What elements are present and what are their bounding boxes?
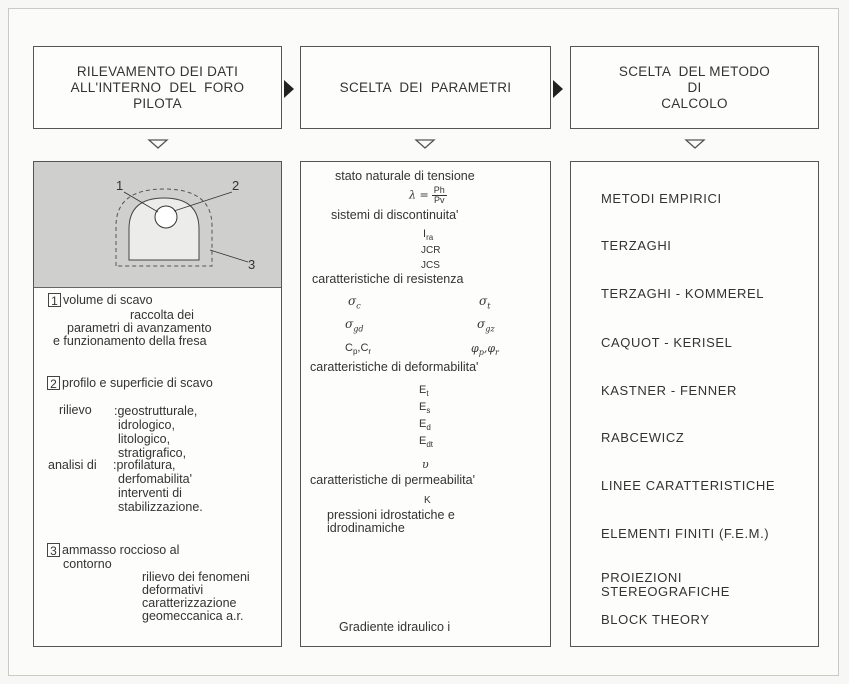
method-item: TERZAGHI - KOMMEREL bbox=[601, 286, 765, 301]
ira-param: Ira bbox=[423, 228, 434, 243]
jcs-param: JCS bbox=[421, 260, 440, 271]
phi-p-phi-r: φp,φr bbox=[471, 342, 499, 358]
down-arrow-icon bbox=[414, 139, 436, 149]
gradient-heading: Gradiente idraulico i bbox=[339, 620, 451, 634]
rilievo-item: idrologico, bbox=[118, 418, 175, 432]
method-item: PROIEZIONI bbox=[601, 570, 683, 585]
callout-2: 2 bbox=[232, 178, 240, 193]
section-3-line: caratterizzazione bbox=[142, 596, 237, 610]
header-line: SCELTA DEL METODO bbox=[618, 63, 771, 79]
jcr-param: JCR bbox=[421, 245, 441, 256]
analisi-label: analisi di bbox=[48, 458, 97, 472]
section-1-line: raccolta dei bbox=[130, 308, 194, 322]
tension-heading: stato naturale di tensione bbox=[335, 169, 475, 183]
right-content-box: METODI EMPIRICI TERZAGHI TERZAGHI - KOMM… bbox=[570, 161, 819, 647]
lambda-formula: λ = Ph Pv bbox=[409, 185, 447, 205]
pilot-tunnel-figure: 1 2 3 bbox=[34, 162, 281, 288]
poisson-param: υ bbox=[422, 458, 429, 471]
rilievo-item: litologico, bbox=[118, 432, 171, 446]
sigma-gz: σgz bbox=[477, 317, 495, 334]
header-line: CALCOLO bbox=[661, 95, 728, 111]
e-param: Ed bbox=[419, 418, 431, 433]
header-box-calc-method: SCELTA DEL METODO DI CALCOLO bbox=[570, 46, 819, 129]
section-1-line: e funzionamento della fresa bbox=[53, 334, 207, 348]
method-item: LINEE CARATTERISTICHE bbox=[601, 478, 776, 493]
header-line: DI bbox=[687, 79, 702, 95]
rilievo-label: rilievo bbox=[59, 403, 92, 417]
header-line: ALL'INTERNO DEL FORO bbox=[70, 79, 245, 95]
pilot-hole bbox=[154, 205, 178, 229]
excavation-profile bbox=[128, 197, 200, 261]
rilievo-item: :geostrutturale, bbox=[114, 404, 198, 418]
rilievo-item: stratigrafico, bbox=[118, 446, 187, 460]
sigma-t: σt bbox=[479, 294, 491, 311]
analisi-item: :profilatura, bbox=[113, 458, 176, 472]
analisi-item: derfomabilita' bbox=[118, 472, 192, 486]
method-item: ELEMENTI FINITI (F.E.M.) bbox=[601, 526, 770, 541]
callout-3: 3 bbox=[248, 257, 256, 272]
header-line: PILOTA bbox=[133, 95, 182, 111]
section-3-line: rilievo dei fenomeni bbox=[142, 570, 250, 584]
cp-cr: Cp,Cr bbox=[345, 342, 372, 357]
disturbed-zone bbox=[115, 188, 213, 267]
header-box-parameters: SCELTA DEI PARAMETRI bbox=[300, 46, 551, 129]
e-param: Et bbox=[419, 384, 429, 399]
deformability-heading: caratteristiche di deformabilita' bbox=[310, 360, 479, 374]
e-param: Edt bbox=[419, 435, 434, 450]
analisi-item: interventi di bbox=[118, 486, 182, 500]
pressure-heading: pressioni idrostatiche e bbox=[327, 508, 455, 522]
method-item: METODI EMPIRICI bbox=[601, 191, 722, 206]
method-item: TERZAGHI bbox=[601, 238, 672, 253]
method-item: STEREOGRAFICHE bbox=[601, 584, 731, 599]
method-item: CAQUOT - KERISEL bbox=[601, 335, 733, 350]
header-line: SCELTA DEI PARAMETRI bbox=[339, 79, 512, 95]
header-line: RILEVAMENTO DEI DATI bbox=[76, 63, 239, 79]
sigma-c: σc bbox=[348, 294, 361, 311]
resistance-heading: caratteristiche di resistenza bbox=[312, 272, 464, 286]
down-arrow-icon bbox=[684, 139, 706, 149]
permeability-heading: caratteristiche di permeabilita' bbox=[310, 473, 475, 487]
tunnel-section-sketch bbox=[115, 188, 249, 267]
right-arrow-icon bbox=[553, 80, 563, 98]
header-box-data-survey: RILEVAMENTO DEI DATI ALL'INTERNO DEL FOR… bbox=[33, 46, 282, 129]
e-param: Es bbox=[419, 401, 431, 416]
sigma-gd: σgd bbox=[345, 317, 364, 334]
section-3-line: geomeccanica a.r. bbox=[142, 609, 244, 623]
down-arrow-icon bbox=[147, 139, 169, 149]
pressure-heading-2: idrodinamiche bbox=[327, 521, 405, 535]
method-item: BLOCK THEORY bbox=[601, 612, 710, 627]
middle-content-box: stato naturale di tensione λ = Ph Pv sis… bbox=[300, 161, 551, 647]
discontinuity-heading: sistemi di discontinuita' bbox=[331, 208, 459, 222]
method-item: KASTNER - FENNER bbox=[601, 383, 738, 398]
right-arrow-icon bbox=[284, 80, 294, 98]
figure-frame: RILEVAMENTO DEI DATI ALL'INTERNO DEL FOR… bbox=[8, 8, 839, 676]
callout-1: 1 bbox=[116, 178, 124, 193]
section-1-line: parametri di avanzamento bbox=[67, 321, 212, 335]
analisi-item: stabilizzazione. bbox=[118, 500, 203, 514]
method-item: RABCEWICZ bbox=[601, 430, 685, 445]
k-param: K bbox=[424, 495, 431, 506]
flow-arrows bbox=[147, 80, 706, 149]
section-3-line: deformativi bbox=[142, 583, 204, 597]
section-3-line: contorno bbox=[63, 557, 112, 571]
